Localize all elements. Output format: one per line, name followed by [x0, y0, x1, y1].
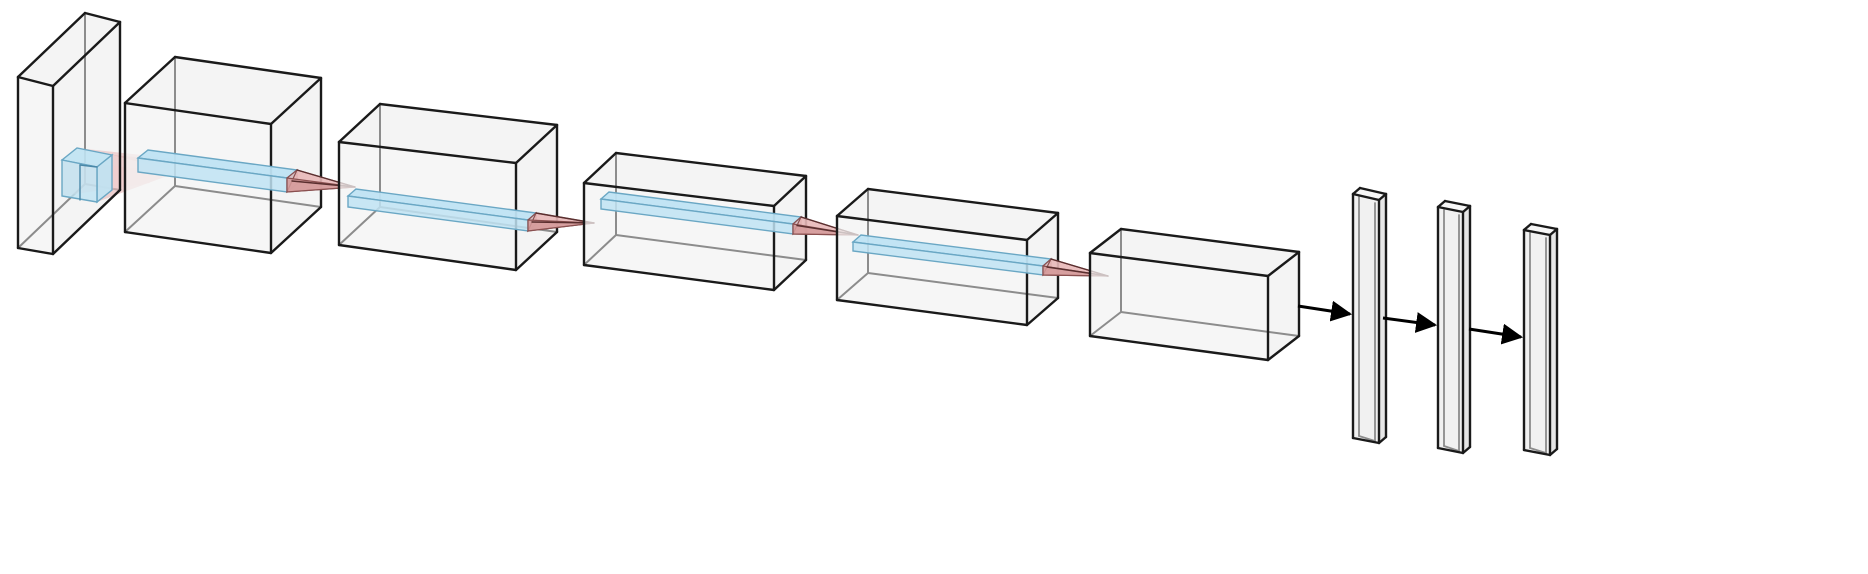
dense-layer-3	[1522, 222, 1559, 457]
arrow-dense1-to-dense2	[1382, 312, 1438, 333]
dense-layer-2	[1436, 199, 1472, 455]
conv-volume-5	[1088, 227, 1301, 362]
arrow-conv5-to-dense1	[1297, 300, 1353, 322]
conv-2-kernel-projection	[527, 212, 595, 232]
dense-layer-1	[1351, 186, 1388, 445]
conv-volume-2	[337, 102, 559, 272]
arrow-dense2-to-dense3	[1468, 323, 1524, 345]
conv-2-kernel	[346, 188, 595, 233]
input-volume	[16, 11, 170, 256]
conv-3-kernel	[599, 191, 859, 236]
